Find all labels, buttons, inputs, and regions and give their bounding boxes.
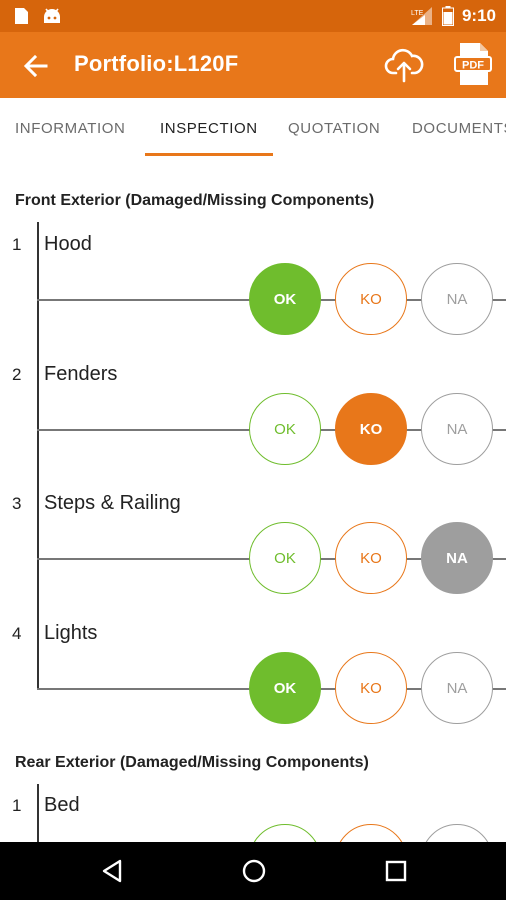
lights-ko-button[interactable]: KO [335,652,407,724]
steps-na-button[interactable]: NA [421,522,493,594]
item-number: 1 [12,235,22,254]
android-notification-icon [44,8,60,23]
signal-icon: LTE [411,7,432,25]
steps-ko-button[interactable]: KO [335,522,407,594]
hood-ok-button[interactable]: OK [249,263,321,335]
cloud-upload-icon[interactable] [384,44,424,84]
active-tab-indicator [145,153,273,156]
item-label-steps-railing: Steps & Railing [44,492,181,514]
tab-quotation[interactable]: QUOTATION [288,120,381,137]
tab-information[interactable]: INFORMATION [15,120,126,137]
fenders-ok-button[interactable]: OK [249,393,321,465]
status-time: 9:10 [461,6,496,25]
section-title-rear-exterior: Rear Exterior (Damaged/Missing Component… [15,754,369,771]
item-number: 2 [12,365,22,384]
tab-bar: INFORMATION INSPECTION QUOTATION DOCUMEN… [0,98,506,158]
app-bar: Portfolio:L120F PDF [0,32,506,98]
nav-back-icon[interactable] [98,857,126,885]
battery-icon [441,6,454,26]
lights-ok-button[interactable]: OK [249,652,321,724]
back-arrow-icon[interactable] [22,52,50,80]
system-navigation-bar [0,842,506,900]
nav-recents-icon[interactable] [382,857,410,885]
hood-na-button[interactable]: NA [421,263,493,335]
status-bar: LTE 9:10 [0,0,506,32]
tab-documents[interactable]: DOCUMENTS [412,120,506,137]
fenders-na-button[interactable]: NA [421,393,493,465]
steps-ok-button[interactable]: OK [249,522,321,594]
lights-na-button[interactable]: NA [421,652,493,724]
nav-home-icon[interactable] [240,857,268,885]
tab-inspection[interactable]: INSPECTION [160,120,258,137]
page-title: Portfolio:L120F [74,51,239,76]
item-label-hood: Hood [44,233,92,255]
hood-ko-button[interactable]: KO [335,263,407,335]
svg-text:PDF: PDF [462,60,484,72]
svg-text:LTE: LTE [411,10,424,17]
tree-line [37,784,39,842]
item-number: 3 [12,494,22,513]
item-label-fenders: Fenders [44,363,118,385]
tree-line [37,222,39,688]
fenders-ko-button[interactable]: KO [335,393,407,465]
item-label-bed: Bed [44,794,80,816]
file-notification-icon [15,8,28,24]
item-number: 4 [12,624,22,643]
section-title-front-exterior: Front Exterior (Damaged/Missing Componen… [15,192,375,209]
pdf-export-icon[interactable]: PDF [454,42,492,86]
item-number: 1 [12,796,22,815]
item-label-lights: Lights [44,622,98,644]
